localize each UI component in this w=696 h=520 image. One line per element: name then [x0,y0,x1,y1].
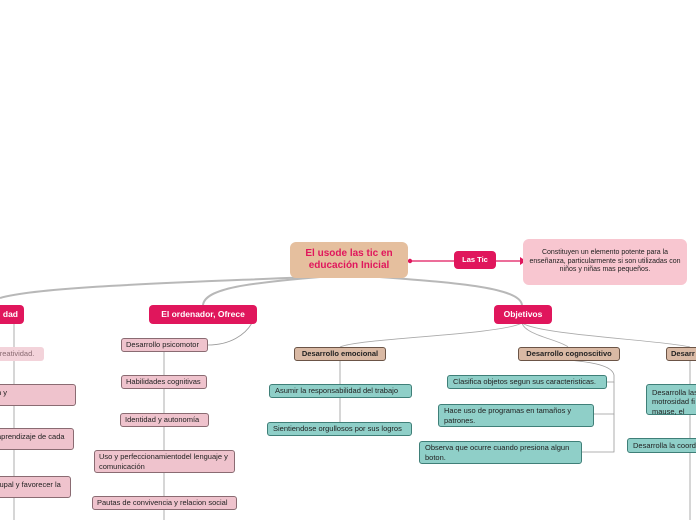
objetivos-emocional-label: Desarrollo emocional [301,349,379,359]
ordenador-item-psicomotor-label: Desarrollo psicomotor [126,340,199,350]
central-topic-label: El usode las tic en educación Inicial [305,247,393,272]
left-item-1-label: creatividad. [0,349,35,359]
las-tic-note[interactable]: Constituyen un elemento potente para la … [523,239,687,285]
branch-ordenador[interactable]: El ordenador, Ofrece [149,305,257,324]
las-tic-label: Las Tic [462,255,488,265]
ordenador-item-convivencia[interactable]: Pautas de convivencia y relacion social [92,496,237,510]
cognos-item-1-label: Clasifica objetos segun sus caracteristi… [453,377,596,387]
ordenador-item-cognitivas[interactable]: Habilidades cognitivas [121,375,207,389]
objetivos-partial-label: Desarr [671,349,695,359]
cognos-item-1[interactable]: Clasifica objetos segun sus caracteristi… [447,375,607,389]
partial-item-1[interactable]: Desarrolla las motrosidad fi el mause, e… [646,384,696,416]
objetivos-cognoscitivo[interactable]: Desarrollo cognoscitivo [518,347,620,361]
ordenador-item-lenguaje-label: Uso y perfeccionamientodel lenguaje y co… [99,452,228,471]
las-tic-node[interactable]: Las Tic [454,251,496,269]
ordenador-item-convivencia-label: Pautas de convivencia y relacion social [97,498,228,508]
link-central-ordenador [202,276,321,306]
emocional-item-1[interactable]: Asumir la responsabilidad del trabajo [269,384,412,398]
branch-left-partial-label: dad [2,309,18,320]
link-obj-emocional [339,322,523,348]
ordenador-item-identidad-label: Identidad y autonomía [125,415,200,425]
objetivos-emocional[interactable]: Desarrollo emocional [294,347,386,361]
partial-item-1-label: Desarrolla las motrosidad fi el mause, e… [652,388,696,416]
las-tic-note-text: Constituyen un elemento potente para la … [529,248,681,274]
left-item-3-label: aprendizaje de cada [0,432,65,441]
cognos-item-2[interactable]: Hace uso de programas en tamaños y patro… [438,404,594,427]
branch-ordenador-label: El ordenador, Ofrece [161,309,245,320]
left-item-2-label: n y [0,388,8,397]
objetivos-cognoscitivo-label: Desarrollo cognoscitivo [526,349,612,359]
emocional-item-2[interactable]: Sientiendose orgullosos por sus logros [267,422,412,436]
partial-item-2-label: Desarrolla la coord [633,440,696,450]
branch-objetivos-label: Objetivos [503,309,543,320]
left-item-4-label: rupal y favorecer la [0,480,61,489]
objetivos-partial[interactable]: Desarr [666,347,696,361]
cognos-item-3-label: Observa que ocurre cuando presiona algun… [425,443,570,462]
left-item-3[interactable]: aprendizaje de cada [0,428,74,450]
partial-item-2[interactable]: Desarrolla la coord [627,438,696,453]
left-item-2[interactable]: n y [0,384,76,406]
branch-objetivos[interactable]: Objetivos [494,305,552,324]
ordenador-item-lenguaje[interactable]: Uso y perfeccionamientodel lenguaje y co… [94,450,235,473]
link-obj-cognos [521,322,569,348]
central-topic[interactable]: El usode las tic en educación Inicial [290,242,408,278]
cognos-item-3[interactable]: Observa que ocurre cuando presiona algun… [419,441,582,464]
link-ordenador-psico [207,322,253,346]
ordenador-item-psicomotor[interactable]: Desarrollo psicomotor [121,338,208,352]
branch-left-partial[interactable]: dad [0,305,24,324]
left-item-1[interactable]: creatividad. [0,347,44,361]
link-central-left [0,276,311,299]
cognos-item-2-label: Hace uso de programas en tamaños y patro… [444,406,572,425]
link-obj-partial [521,322,691,348]
emocional-item-2-label: Sientiendose orgullosos por sus logros [273,424,402,434]
emocional-item-1-label: Asumir la responsabilidad del trabajo [275,386,398,396]
ordenador-item-cognitivas-label: Habilidades cognitivas [126,377,201,387]
ordenador-item-identidad[interactable]: Identidad y autonomía [120,413,209,427]
link-cog-3 [582,414,615,453]
link-central-objetivos [379,276,523,306]
left-item-4[interactable]: rupal y favorecer la [0,476,71,498]
link-dot [407,258,413,264]
